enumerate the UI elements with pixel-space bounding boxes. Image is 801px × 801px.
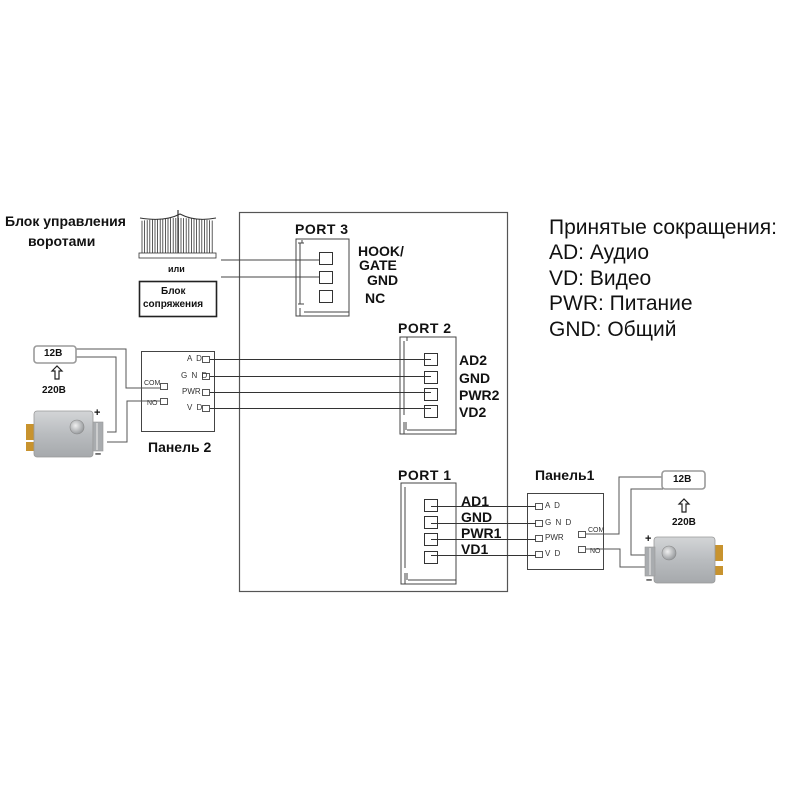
left-psu-output: 12В — [44, 348, 63, 359]
monitor-box — [238, 211, 509, 593]
panel2-relay-com: COM — [144, 380, 161, 387]
left-psu-frame — [33, 345, 77, 364]
port2-pin-ad2: AD2 — [459, 352, 488, 368]
legend-item-vd: VD: Видео — [549, 267, 652, 290]
port3-pin-nc: NC — [365, 290, 386, 306]
panel2-name: Панель 2 — [148, 439, 212, 455]
interface-block-frame — [138, 280, 218, 318]
panel1-terminal-gnd: G N D — [545, 518, 573, 527]
panel1-terminal-vd: V D — [545, 549, 562, 558]
left-arrow-up-icon — [50, 365, 64, 380]
panel1-relay-no: NO — [590, 548, 601, 555]
left-lock-minus: – — [95, 448, 102, 460]
port1-pin-ad1: AD1 — [461, 493, 490, 509]
panel1-terminal-ad: A D — [545, 501, 561, 510]
panel2-terminal-ad: A D — [187, 354, 203, 363]
panel2-relay-no: NO — [147, 400, 158, 407]
legend-item-pwr: PWR: Питание — [549, 292, 693, 315]
right-psu-frame — [661, 470, 706, 490]
port3-title: PORT 3 — [295, 221, 349, 237]
port1-pin-gnd: GND — [461, 509, 493, 525]
right-lock-minus: – — [646, 574, 653, 586]
gate-control-title-2: воротами — [28, 233, 96, 249]
right-lock-plus: + — [645, 533, 652, 545]
legend-item-ad: AD: Аудио — [549, 241, 650, 264]
panel2-bus — [210, 358, 431, 410]
left-psu-input: 220В — [42, 385, 66, 396]
port1-title: PORT 1 — [398, 467, 452, 483]
gate-control-title: Блок управления — [5, 213, 126, 229]
panel1-terminals — [535, 503, 586, 558]
port1-pin-vd1: VD1 — [461, 541, 489, 557]
right-psu-input: 220В — [672, 517, 696, 528]
port2-pin-vd2: VD2 — [459, 404, 487, 420]
interface-block-label-2: сопряжения — [143, 299, 204, 310]
gate-icon — [138, 210, 217, 259]
right-lock-icon — [644, 536, 723, 584]
panel1-bus — [431, 505, 536, 557]
or-label: или — [168, 264, 185, 274]
port2-title: PORT 2 — [398, 320, 452, 336]
interface-block-label: Блок — [161, 286, 186, 297]
port3-pin-gate: GATE — [359, 257, 397, 273]
legend-item-gnd: GND: Общий — [549, 318, 677, 341]
panel2-terminal-pwr: PWR — [182, 387, 201, 396]
legend-title: Принятые сокращения: — [549, 216, 777, 239]
left-lock-plus: + — [94, 407, 101, 419]
panel2-terminal-vd: V D — [187, 403, 204, 412]
panel2-terminals — [160, 356, 210, 412]
panel2-terminal-gnd: G N D — [181, 371, 209, 380]
left-lock-icon — [26, 410, 104, 458]
panel1-terminal-pwr: PWR — [545, 533, 564, 542]
right-psu-output: 12В — [673, 474, 692, 485]
port2-pin-pwr2: PWR2 — [459, 387, 500, 403]
port1-connector — [400, 482, 457, 585]
port3-pin-hook: HOOK/ — [358, 243, 404, 259]
port3-pin-gnd: GND — [367, 272, 399, 288]
panel1-name: Панель1 — [535, 467, 595, 483]
right-lock-wires — [586, 476, 663, 568]
panel1-relay-com: COM — [588, 527, 605, 534]
port2-connector — [399, 336, 457, 435]
left-lock-wires — [75, 348, 160, 443]
port1-pin-pwr1: PWR1 — [461, 525, 502, 541]
right-arrow-up-icon — [677, 498, 691, 513]
port2-pin-gnd: GND — [459, 370, 491, 386]
port3-connector — [295, 238, 350, 317]
